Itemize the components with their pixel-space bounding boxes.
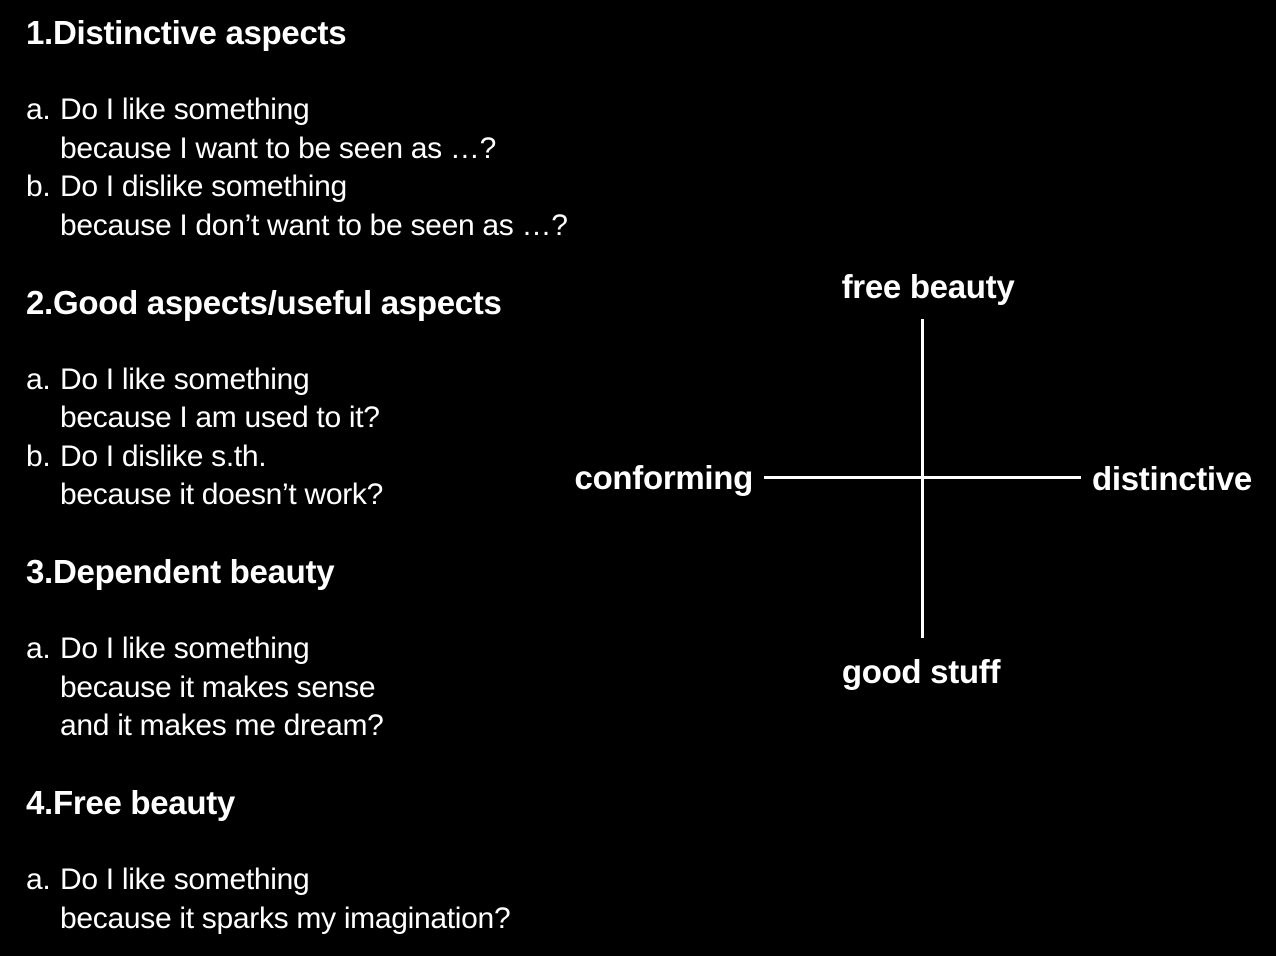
section-number: 2. bbox=[26, 283, 53, 321]
item-line: Do I dislike something bbox=[60, 170, 347, 203]
section-heading: 4. Free beauty bbox=[26, 784, 686, 823]
axis-label-top: free beauty bbox=[841, 268, 1015, 305]
item-line: because it sparks my imagination? bbox=[60, 901, 511, 935]
item-line: and it makes me dream? bbox=[60, 709, 384, 742]
item-marker: a. bbox=[26, 362, 51, 396]
item-line: because it doesn’t work? bbox=[60, 478, 383, 511]
item-text: Do I like something because it makes sen… bbox=[60, 630, 384, 746]
item-text: Do I dislike s.th. because it doesn’t wo… bbox=[60, 438, 383, 515]
list-item: a. Do I like something because I want to… bbox=[26, 91, 686, 168]
section-items: a. Do I like something because I want to… bbox=[26, 91, 686, 245]
axis-label-bottom: good stuff bbox=[841, 653, 1001, 690]
section-heading: 2. Good aspects/useful aspects bbox=[26, 284, 686, 323]
section-items: a. Do I like something because it sparks… bbox=[26, 861, 686, 938]
question-list: 1. Distinctive aspects a. Do I like some… bbox=[26, 14, 686, 956]
item-text: Do I dislike something because I don’t w… bbox=[60, 168, 568, 245]
section-title: Good aspects/useful aspects bbox=[53, 283, 502, 321]
section-heading: 3. Dependent beauty bbox=[26, 553, 686, 592]
section-items: a. Do I like something because I am used… bbox=[26, 361, 686, 515]
list-section-dependent-beauty: 3. Dependent beauty a. Do I like somethi… bbox=[26, 553, 686, 746]
item-line: because I want to be seen as …? bbox=[60, 131, 496, 165]
list-item: a. Do I like something because I am used… bbox=[26, 361, 686, 438]
list-item: a. Do I like something because it makes … bbox=[26, 630, 686, 746]
list-section-distinctive-aspects: 1. Distinctive aspects a. Do I like some… bbox=[26, 14, 686, 245]
item-marker: b. bbox=[26, 170, 51, 203]
list-item: b. Do I dislike s.th. because it doesn’t… bbox=[26, 438, 686, 515]
section-heading: 1. Distinctive aspects bbox=[26, 14, 686, 53]
list-item: a. Do I like something because it sparks… bbox=[26, 861, 686, 938]
list-section-free-beauty: 4. Free beauty a. Do I like something be… bbox=[26, 784, 686, 938]
item-line: because it makes sense bbox=[60, 670, 376, 704]
list-section-good-useful-aspects: 2. Good aspects/useful aspects a. Do I l… bbox=[26, 284, 686, 515]
item-line: Do I like something bbox=[60, 362, 310, 396]
item-line: Do I like something bbox=[60, 632, 310, 665]
item-line: Do I like something bbox=[60, 863, 310, 896]
section-title: Dependent beauty bbox=[53, 553, 335, 590]
section-title: Free beauty bbox=[53, 784, 235, 821]
item-marker: b. bbox=[26, 439, 51, 473]
item-text: Do I like something because I am used to… bbox=[60, 361, 380, 438]
section-number: 4. bbox=[26, 784, 53, 821]
axis-label-left: conforming bbox=[574, 459, 754, 496]
item-marker: a. bbox=[26, 632, 51, 665]
horizontal-axis-line bbox=[764, 476, 1081, 479]
section-items: a. Do I like something because it makes … bbox=[26, 630, 686, 746]
item-marker: a. bbox=[26, 93, 51, 126]
item-line: Do I dislike s.th. bbox=[60, 439, 267, 473]
item-text: Do I like something because it sparks my… bbox=[60, 861, 511, 938]
list-item: b. Do I dislike something because I don’… bbox=[26, 168, 686, 245]
item-line: because I am used to it? bbox=[60, 401, 380, 434]
item-line: Do I like something bbox=[60, 93, 310, 126]
axis-label-right: distinctive bbox=[1092, 460, 1252, 497]
item-line: because I don’t want to be seen as …? bbox=[60, 208, 568, 242]
section-number: 3. bbox=[26, 553, 53, 590]
item-marker: a. bbox=[26, 863, 51, 896]
section-title: Distinctive aspects bbox=[53, 14, 347, 51]
section-number: 1. bbox=[26, 14, 53, 51]
item-text: Do I like something because I want to be… bbox=[60, 91, 496, 168]
